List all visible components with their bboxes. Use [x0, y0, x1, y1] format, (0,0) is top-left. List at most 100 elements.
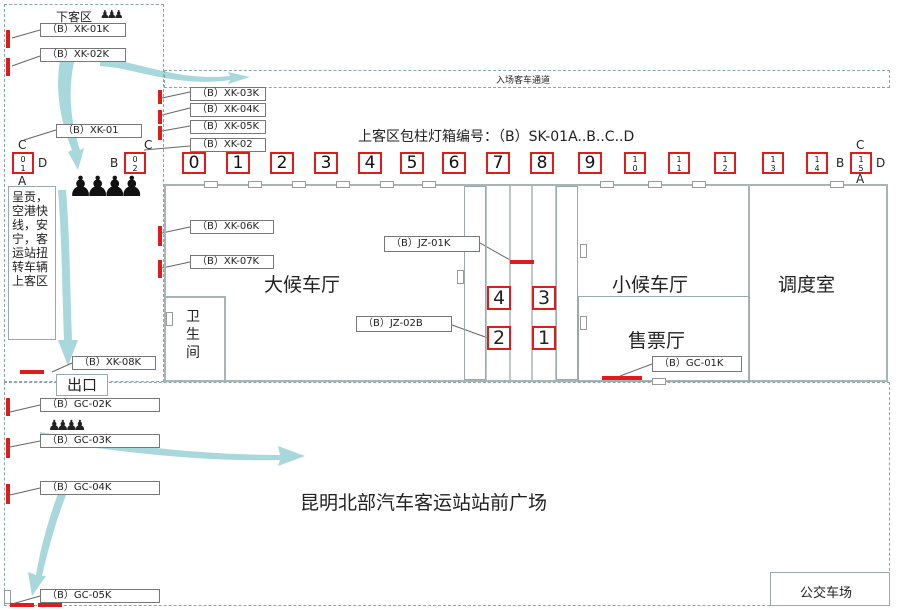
red-mark	[6, 438, 10, 458]
letter-b: B	[836, 156, 845, 170]
ticket-label: 售票厅	[628, 330, 686, 352]
marker	[457, 270, 464, 284]
pillar-0: 0	[182, 152, 206, 174]
label-xk04k: （B）XK-04K	[190, 103, 266, 117]
people-icon: ♟♟♟♟	[68, 170, 144, 203]
red-mark	[10, 603, 34, 607]
letter-a: A	[18, 174, 27, 188]
label-gc03k: （B）GC-03K	[40, 434, 160, 448]
letter-c: C	[144, 138, 153, 152]
building-outline	[164, 184, 888, 382]
marker	[580, 244, 587, 258]
marker	[648, 181, 662, 188]
pillar-1: 1	[226, 152, 250, 174]
pillar-4: 4	[358, 152, 382, 174]
label-xk06k: （B）XK-06K	[190, 220, 274, 234]
plaza-label: 昆明北部汽车客运站站前广场	[300, 492, 548, 514]
dispatch-label: 调度室	[778, 274, 836, 296]
red-mark	[158, 260, 162, 278]
gate-3: 3	[532, 286, 556, 310]
red-mark	[6, 398, 10, 416]
marker	[600, 181, 614, 188]
marker	[166, 312, 173, 326]
red-mark	[158, 126, 162, 140]
label-xk05k: （B）XK-05K	[190, 120, 266, 134]
xiakequ-title: 下客区	[56, 10, 93, 24]
pillar-9: 9	[578, 152, 602, 174]
people-icon: ♟♟♟	[100, 8, 124, 21]
marker	[4, 590, 11, 604]
red-mark	[602, 376, 642, 380]
label-xk02k: （B）XK-02K	[40, 48, 126, 62]
marker	[830, 181, 844, 188]
red-mark	[20, 370, 44, 374]
label-jz02b: （B）JZ-02B	[356, 316, 452, 332]
label-xk07k: （B）XK-07K	[190, 255, 274, 269]
red-mark	[510, 260, 534, 264]
people-icon: ♟♟♟♟	[48, 418, 86, 434]
pillar-7: 7	[486, 152, 510, 174]
red-mark	[158, 90, 162, 104]
letter-d: D	[876, 156, 886, 170]
label-gc01k: （B）GC-01K	[652, 356, 742, 372]
pillar-2: 2	[270, 152, 294, 174]
label-jz01k: （B）JZ-01K	[384, 236, 480, 252]
letter-d: D	[38, 156, 48, 170]
bus-yard-label: 公交车场	[800, 586, 853, 601]
gate-zone-right	[556, 186, 578, 380]
letter-c: C	[18, 138, 27, 152]
pillar-5: 5	[400, 152, 424, 174]
pillar-3: 3	[314, 152, 338, 174]
plaza-zone	[4, 382, 890, 606]
marker	[422, 181, 436, 188]
gate-1: 1	[532, 326, 556, 350]
pillar-6: 6	[442, 152, 466, 174]
letter-c: C	[856, 138, 865, 152]
marker	[580, 316, 587, 330]
marker	[248, 181, 262, 188]
entry-channel	[164, 70, 890, 88]
red-mark	[158, 110, 162, 124]
top-caption: 上客区包柱灯箱编号：（B）SK-01A..B..C..D	[358, 129, 635, 145]
side-note-text: 呈贡，空港快线，安宁，客运站扭转车辆上客区	[12, 190, 49, 288]
label-xk02: （B）XK-02	[190, 138, 266, 152]
red-mark	[158, 226, 162, 246]
red-mark	[6, 58, 10, 76]
marker	[336, 181, 350, 188]
letter-a: A	[856, 172, 865, 186]
red-mark	[6, 30, 10, 48]
letter-b: B	[110, 156, 119, 170]
label-xk01: （B）XK-01	[56, 124, 142, 138]
pillar-8: 8	[530, 152, 554, 174]
bus-yard-box	[770, 572, 890, 606]
marker	[204, 181, 218, 188]
entry-channel-label: 入场客车通道	[496, 76, 551, 86]
exit-box: 出口	[56, 374, 108, 396]
gate-zone-left	[464, 186, 486, 380]
side-note-box	[8, 186, 56, 340]
marker	[380, 181, 394, 188]
small-hall-room	[576, 186, 750, 382]
label-xk03k: （B）XK-03K	[190, 87, 266, 101]
red-mark	[38, 603, 62, 607]
marker	[292, 181, 306, 188]
label-gc04k: （B）GC-04K	[40, 481, 160, 495]
red-mark	[6, 484, 10, 504]
big-hall-label: 大候车厅	[264, 274, 341, 296]
small-hall-label: 小候车厅	[612, 274, 689, 296]
label-xk08k: （B）XK-08K	[72, 356, 156, 370]
label-xk01k: （B）XK-01K	[40, 23, 126, 37]
label-gc02k: （B）GC-02K	[40, 398, 160, 412]
gate-2: 2	[487, 326, 511, 350]
marker	[692, 181, 706, 188]
marker	[652, 378, 666, 385]
toilet-room	[164, 296, 226, 382]
